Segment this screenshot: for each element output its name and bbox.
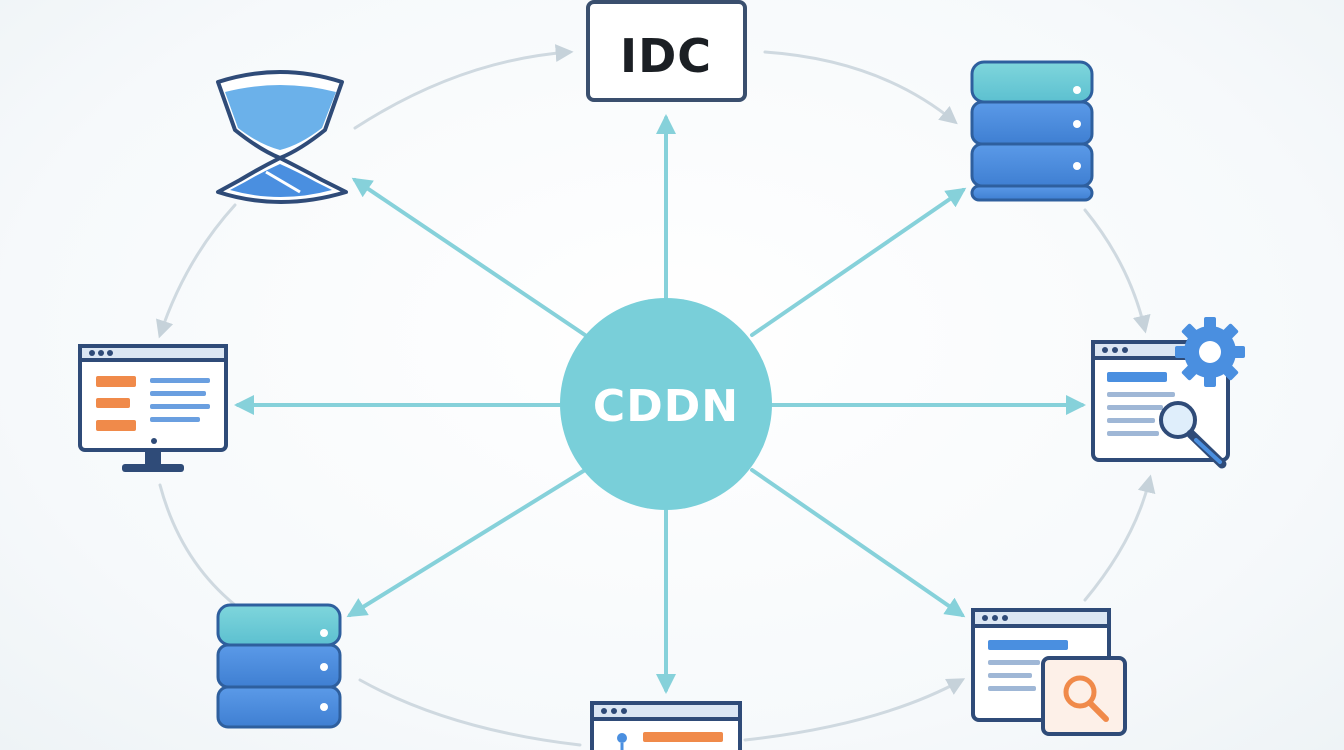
ring-edge-storage-settings — [1083, 208, 1151, 334]
desktop-monitor-icon — [78, 344, 228, 472]
hub-circle — [560, 298, 772, 510]
idc-node: IDC — [586, 0, 747, 102]
hub-label: CDDN — [593, 381, 739, 432]
ring-connectors — [156, 44, 1156, 747]
ring-edge-hourglass-desktop — [156, 203, 237, 339]
ring-edge-desktop-storage — [158, 483, 237, 607]
ring-edge-hourglass-idc — [353, 44, 574, 130]
ring-edge-search-settings — [1083, 474, 1156, 602]
ring-edge-code-search — [743, 678, 966, 742]
hourglass-icon — [216, 70, 348, 204]
spoke-to-search-page — [750, 468, 966, 618]
server-stack-icon — [970, 60, 1094, 202]
spoke-to-hourglass — [351, 177, 587, 337]
idc-box — [586, 0, 747, 102]
magnifier-icon — [1159, 401, 1227, 469]
idc-label: IDC — [620, 29, 712, 83]
server-stack-icon — [216, 603, 342, 729]
ring-edge-idc-storage — [763, 50, 958, 125]
search-icon — [1063, 675, 1097, 709]
gear-icon — [1175, 317, 1245, 387]
hub-node: CDDN — [560, 298, 772, 510]
web-settings-search-icon — [1091, 317, 1245, 469]
spoke-to-storage-bottom-left — [346, 468, 587, 618]
spoke-to-storage-top-right — [750, 187, 967, 337]
web-search-icon — [971, 608, 1127, 736]
spoke-connectors — [234, 114, 1086, 694]
ring-edge-storage-code — [358, 678, 582, 747]
web-page-icon — [590, 701, 742, 750]
